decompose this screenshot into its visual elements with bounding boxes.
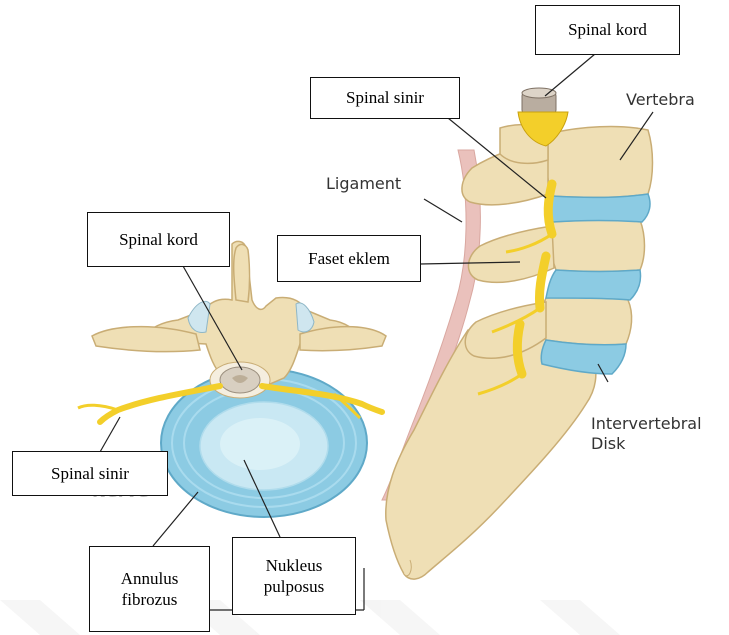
disk-label-line-1: Intervertebral xyxy=(591,414,702,434)
nukleus-pulposus-box: Nukleus pulposus xyxy=(232,537,356,615)
nukleus-line-2: pulposus xyxy=(264,576,324,597)
lateral-nerve-1 xyxy=(548,184,552,234)
annulus-line-2: fibrozus xyxy=(122,589,178,610)
lateral-spinal-nerve-box: Spinal sinir xyxy=(310,77,460,119)
vertebra-1-shape xyxy=(546,127,653,198)
lateral-nerve-3 xyxy=(517,324,522,374)
intervertebral-disk-label: Intervertebral Disk xyxy=(591,414,702,454)
lateral-spinal-cord-box: Spinal kord xyxy=(535,5,680,55)
disc-1-shape xyxy=(549,194,650,222)
disc-2-shape xyxy=(546,270,641,300)
nukleus-line-1: Nukleus xyxy=(266,555,323,576)
faset-eklem-box: Faset eklem xyxy=(277,235,421,282)
annulus-line-1: Annulus xyxy=(121,568,179,589)
vertebra-label: Vertebra xyxy=(626,90,695,110)
disk-label-line-2: Disk xyxy=(591,434,702,454)
vertebra-2-shape xyxy=(550,219,645,271)
lateral-spine-illustration xyxy=(382,88,653,579)
axial-spinal-cord-box: Spinal kord xyxy=(87,212,230,267)
vertebra-3-shape xyxy=(542,297,632,345)
annulus-fibrozus-box: Annulus fibrozus xyxy=(89,546,210,632)
axial-spinal-nerve-box: Spinal sinir xyxy=(12,451,168,496)
ligament-label: Ligament xyxy=(326,174,401,194)
